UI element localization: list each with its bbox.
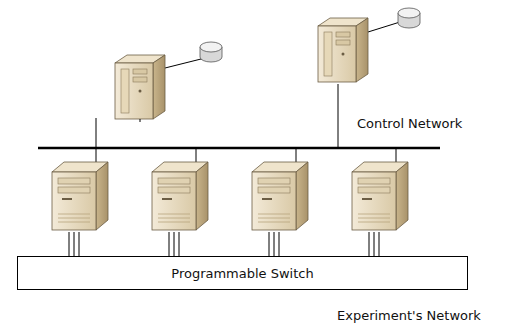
- switch-box: Programmable Switch: [17, 256, 468, 290]
- network-label: Experiment's Network: [336, 308, 482, 323]
- switch-label: Programmable Switch: [171, 266, 313, 281]
- network-label: Control Network: [356, 116, 463, 131]
- control-bus: [38, 147, 440, 150]
